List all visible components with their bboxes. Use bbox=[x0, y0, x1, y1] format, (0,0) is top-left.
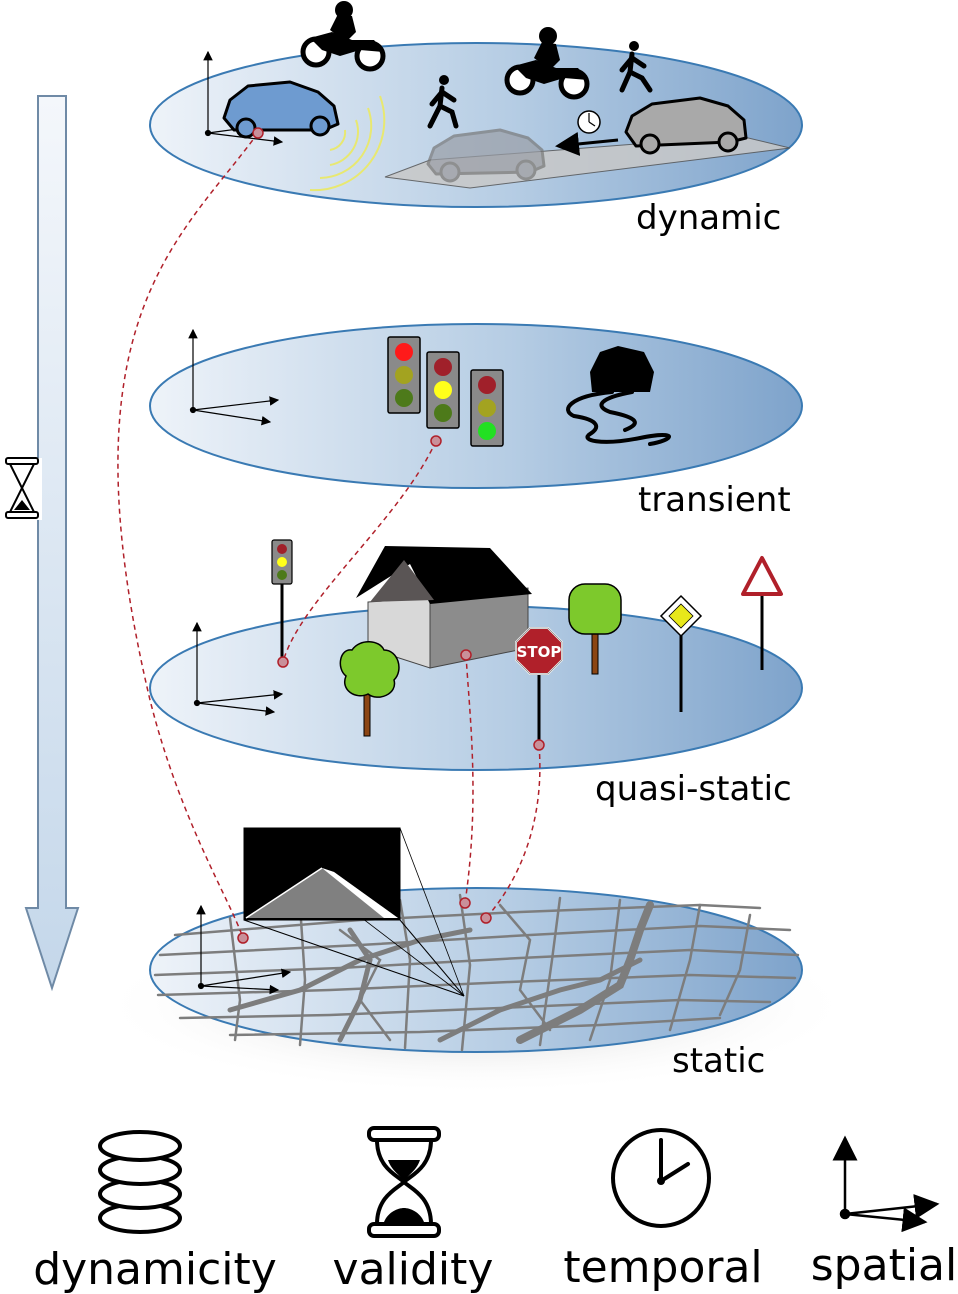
car-icon bbox=[222, 80, 340, 139]
time-arrow bbox=[5, 95, 80, 992]
warning-sign-icon bbox=[741, 556, 783, 670]
street-map bbox=[153, 893, 800, 1052]
slippery-road-icon bbox=[566, 346, 671, 446]
hourglass-icon bbox=[367, 1126, 441, 1238]
clock-large-icon bbox=[611, 1128, 711, 1228]
dynamic-layer: dynamic bbox=[149, 1, 803, 238]
legend-validity-label: validity bbox=[333, 1244, 494, 1294]
car-icon bbox=[624, 96, 748, 155]
legend-spatial-label: spatial bbox=[811, 1240, 957, 1291]
tree-icon bbox=[339, 641, 400, 737]
stop-sign-text: STOP bbox=[517, 643, 562, 661]
priority-road-sign-icon bbox=[659, 594, 703, 712]
motorcycle-icon bbox=[300, 1, 386, 72]
quasi-static-label: quasi-static bbox=[595, 769, 792, 809]
stop-sign-icon: STOP bbox=[515, 627, 563, 745]
link-traffic-light-to-pole bbox=[282, 440, 437, 663]
tree-icon bbox=[568, 583, 622, 675]
sensor-waves-icon bbox=[309, 95, 386, 192]
link-car-to-map bbox=[117, 132, 259, 939]
spatial-axes bbox=[196, 904, 292, 995]
traffic-light-pole-icon bbox=[271, 539, 293, 660]
traffic-light-red-icon bbox=[387, 336, 421, 414]
clock-icon bbox=[577, 110, 601, 134]
link-house-to-map bbox=[464, 654, 474, 904]
transient-label: transient bbox=[638, 480, 791, 520]
car-icon bbox=[426, 128, 546, 183]
link-anchor-points bbox=[237, 127, 545, 944]
static-label: static bbox=[672, 1041, 765, 1081]
traffic-light-yellow-icon bbox=[426, 351, 460, 429]
spatial-axes bbox=[192, 621, 284, 716]
link-stop-sign-to-map bbox=[485, 744, 541, 919]
pedestrian-icon bbox=[619, 41, 653, 93]
quasi-static-layer: STOP quasi-static bbox=[149, 539, 803, 809]
layer-links bbox=[117, 132, 541, 939]
map-zoom-inset bbox=[243, 827, 465, 997]
dynamic-label: dynamic bbox=[636, 198, 781, 238]
motorcycle-icon bbox=[504, 27, 590, 100]
motion-arrow bbox=[555, 131, 619, 156]
spatial-axes-icon bbox=[832, 1135, 940, 1233]
hourglass-small-icon bbox=[5, 457, 42, 520]
legend: dynamicity validity temporal spatial bbox=[33, 1126, 957, 1294]
pedestrian-icon bbox=[427, 75, 459, 129]
legend-temporal-label: temporal bbox=[563, 1242, 762, 1293]
traffic-light-green-icon bbox=[470, 369, 504, 447]
dynamicity-icon bbox=[98, 1130, 182, 1234]
spatial-axes bbox=[188, 328, 280, 426]
static-layer: static bbox=[96, 827, 856, 1095]
transient-layer: transient bbox=[149, 323, 803, 520]
legend-dynamicity-label: dynamicity bbox=[33, 1244, 277, 1294]
